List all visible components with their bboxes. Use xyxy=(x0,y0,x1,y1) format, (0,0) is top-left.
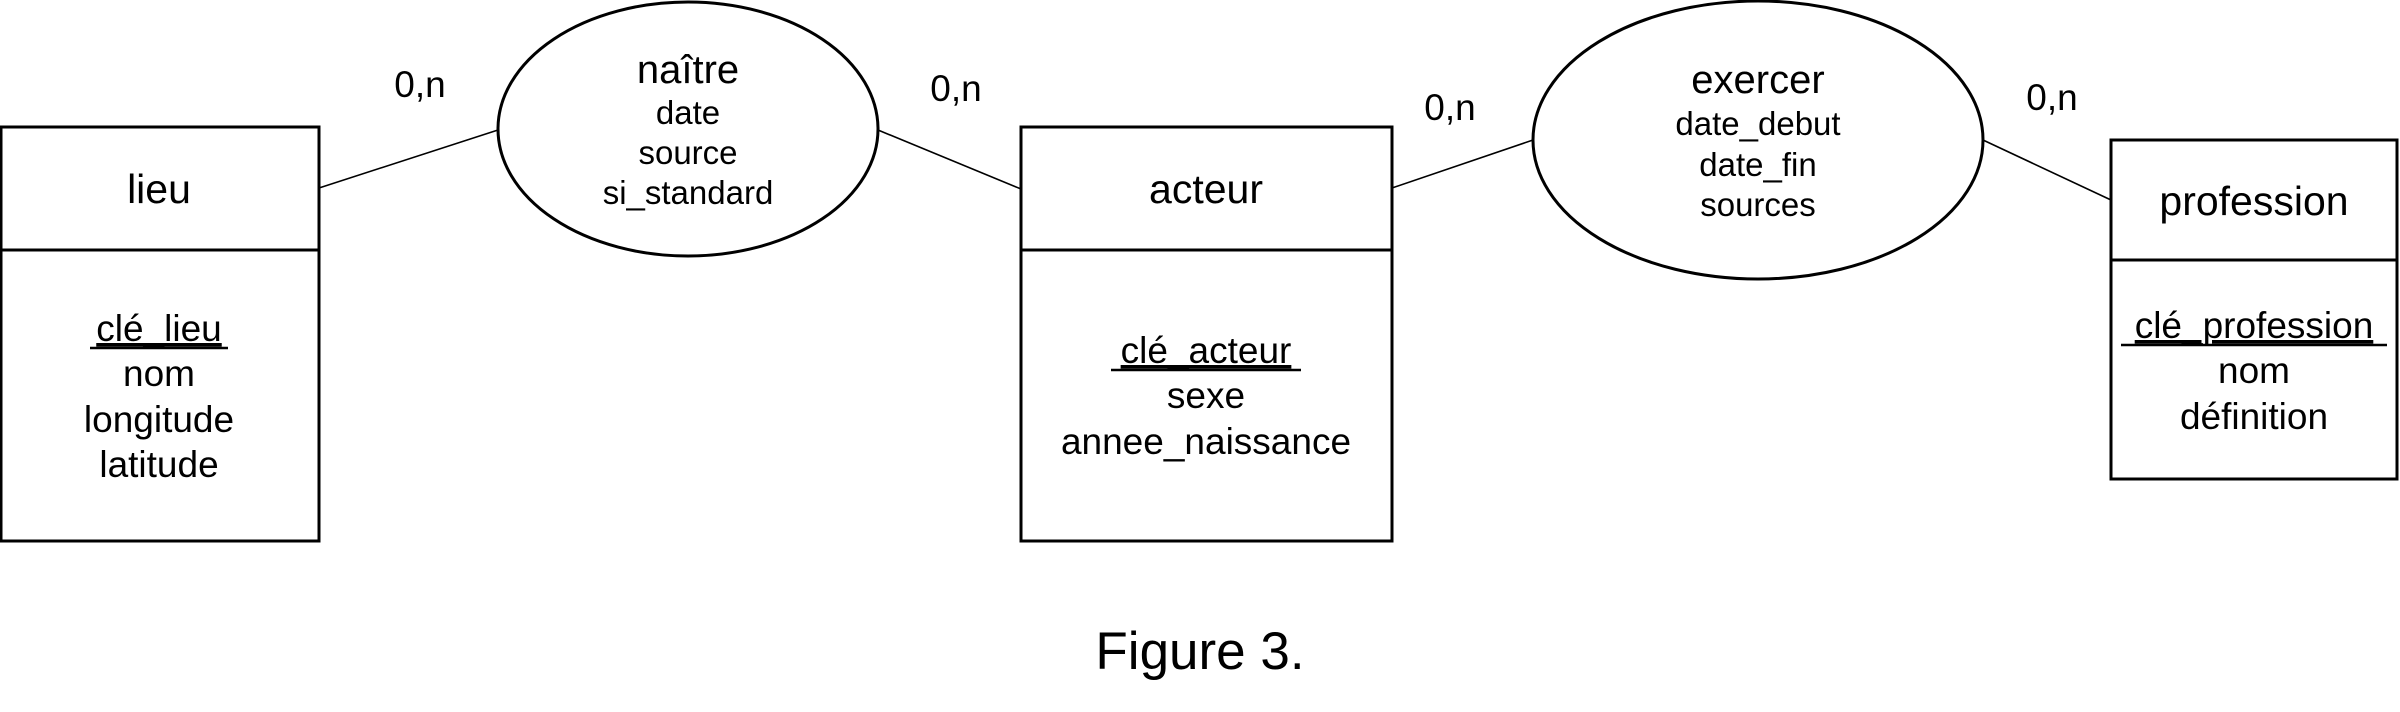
entity-profession: profession clé_profession nom définition xyxy=(2109,138,2399,481)
entity-profession-box xyxy=(2109,138,2399,481)
link-exercer-profession xyxy=(1982,139,2112,201)
relation-naitre: naître date source si_standard xyxy=(496,0,880,258)
relation-exercer-attr: sources xyxy=(1700,186,1816,223)
cardinality-lieu-naitre: 0,n xyxy=(394,64,445,105)
relation-exercer: exercer date_debut date_fin sources xyxy=(1531,0,1985,281)
entity-lieu-key: clé_lieu xyxy=(96,308,221,349)
entity-lieu-attr: longitude xyxy=(84,399,234,440)
relation-naitre-attr: source xyxy=(638,134,737,171)
entity-profession-attr: définition xyxy=(2180,396,2328,437)
relation-exercer-attr: date_fin xyxy=(1699,146,1816,183)
entity-acteur-box xyxy=(1019,125,1394,543)
entity-profession-title: profession xyxy=(2159,178,2348,224)
entity-lieu-attr: nom xyxy=(123,353,195,394)
relation-naitre-attr: date xyxy=(656,94,720,131)
entity-acteur-key: clé_acteur xyxy=(1121,330,1292,371)
figure-caption: Figure 3. xyxy=(1095,622,1305,681)
entity-lieu: lieu clé_lieu nom longitude latitude xyxy=(0,125,321,543)
cardinality-acteur-exercer: 0,n xyxy=(1424,87,1475,128)
entity-acteur-attr: annee_naissance xyxy=(1061,421,1351,462)
entity-lieu-attr: latitude xyxy=(99,444,218,485)
entity-acteur: acteur clé_acteur sexe annee_naissance xyxy=(1019,125,1394,543)
relation-naitre-ellipse xyxy=(496,0,880,258)
relation-naitre-attr: si_standard xyxy=(603,174,774,211)
entity-lieu-box xyxy=(0,125,321,543)
entity-profession-key: clé_profession xyxy=(2135,305,2374,346)
relation-exercer-attr: date_debut xyxy=(1675,105,1840,142)
link-acteur-exercer xyxy=(1391,139,1534,189)
entity-acteur-title: acteur xyxy=(1149,166,1263,212)
entity-profession-attr: nom xyxy=(2218,350,2290,391)
relation-exercer-title: exercer xyxy=(1691,58,1824,102)
entity-acteur-attr: sexe xyxy=(1167,375,1245,416)
cardinality-exercer-profession: 0,n xyxy=(2026,77,2077,118)
link-lieu-naitre xyxy=(318,129,499,189)
relation-naitre-title: naître xyxy=(637,48,739,92)
link-naitre-acteur xyxy=(877,129,1022,190)
relation-exercer-ellipse xyxy=(1531,0,1985,281)
cardinality-naitre-acteur: 0,n xyxy=(930,68,981,109)
entity-lieu-title: lieu xyxy=(127,166,191,212)
